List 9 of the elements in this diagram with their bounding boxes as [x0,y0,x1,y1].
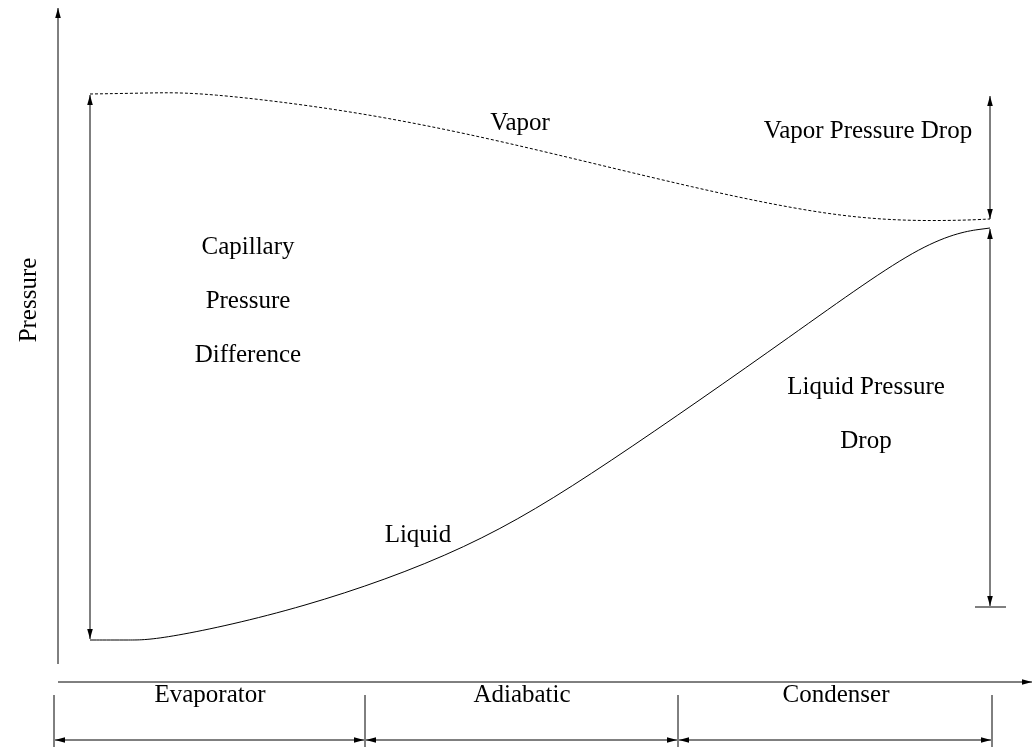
section-label: Adiabatic [472,679,572,709]
curve-label: Vapor [489,107,551,137]
curve-label: Liquid [383,519,453,549]
dimension-label: Liquid Pressure Drop [786,371,946,455]
section-label: Evaporator [153,679,267,709]
dimension-label: Vapor Pressure Drop [762,115,974,145]
dimension-label: Capillary Pressure Difference [193,231,303,369]
section-label: Condenser [781,679,891,709]
axis-title: Pressure [13,256,42,345]
